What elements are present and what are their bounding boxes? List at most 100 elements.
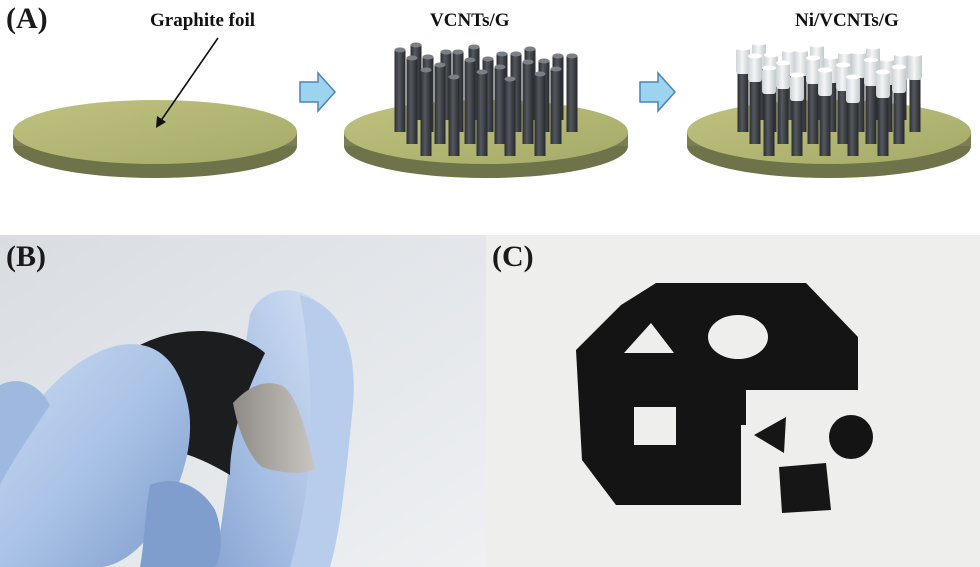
nickel-coating <box>908 54 922 80</box>
nanotube-top <box>550 66 562 72</box>
nanotube <box>434 65 446 144</box>
nanotube-top <box>394 47 406 53</box>
nickel-coating <box>876 72 890 98</box>
carbon-film-back <box>233 383 315 473</box>
nickel-coating <box>736 48 750 74</box>
nanotube-top <box>524 46 536 52</box>
cut-shapes-photo <box>486 235 980 567</box>
nickel-coating <box>852 52 866 78</box>
nanotube-top <box>864 57 878 63</box>
nanotube-top <box>538 58 550 64</box>
nanotube <box>807 60 819 144</box>
nanotube <box>464 60 476 144</box>
nanotube-top <box>504 76 516 82</box>
nanotube-top <box>880 56 894 62</box>
nanotube-top <box>776 60 790 66</box>
nanotube-top <box>434 62 446 68</box>
carbon-square <box>779 463 831 513</box>
nanotube-top <box>790 72 804 78</box>
panel-a-label: (A) <box>6 2 48 35</box>
nanotube <box>406 58 418 144</box>
carbon-circle <box>829 415 873 459</box>
nanotube-top <box>762 65 776 71</box>
nanotube-top <box>510 51 522 57</box>
nanotube <box>482 59 494 132</box>
nanotube <box>476 72 488 156</box>
nickel-coating <box>762 68 776 94</box>
nanotube <box>394 50 406 132</box>
nanotube-top <box>552 53 564 59</box>
nanotube-top <box>534 71 546 77</box>
nanotube-top <box>894 51 908 57</box>
photo-panel-b <box>0 235 486 567</box>
nickel-coating <box>892 67 906 93</box>
nickel-coating <box>846 77 860 103</box>
nanotube-top <box>810 42 824 48</box>
nickel-coating <box>776 63 790 89</box>
nanotube-top <box>824 54 838 60</box>
process-arrow-2 <box>639 71 677 113</box>
nanotube <box>909 56 921 132</box>
vcnt-array <box>394 42 578 156</box>
nanotube <box>440 52 452 120</box>
nanotube <box>825 59 837 132</box>
nanotube-top <box>420 67 432 73</box>
nanotube <box>893 69 905 144</box>
nickel-coating <box>818 70 832 96</box>
nanotube-top <box>838 49 852 55</box>
nanotube-top <box>782 47 796 53</box>
graphite-foil-disc <box>13 100 297 178</box>
ni-coated-vcnt-array <box>736 40 922 156</box>
nanotube-top <box>452 49 464 55</box>
nickel-coating <box>806 58 820 84</box>
nanotube-top <box>806 55 820 61</box>
nanotube <box>791 77 803 156</box>
nanotube <box>522 62 534 144</box>
nanotube <box>448 77 460 156</box>
nanotube-top <box>752 40 766 46</box>
panel-c-label: (C) <box>492 240 534 273</box>
carbon-sheet-with-cutouts <box>576 283 858 505</box>
schematic-panel-a <box>13 37 971 178</box>
nanotube-top <box>846 74 860 80</box>
nanotube <box>534 74 546 156</box>
nanotube <box>865 62 877 144</box>
nickel-coating <box>794 50 808 76</box>
nanotube-top <box>464 57 476 63</box>
nickel-coating <box>864 60 878 86</box>
nanotube-top <box>566 53 578 59</box>
nanotube-top <box>794 47 808 53</box>
graphite-foil-label: Graphite foil <box>150 10 256 31</box>
flexible-film-photo <box>0 235 486 567</box>
nanotube-top <box>494 64 506 70</box>
nanotube-top <box>522 59 534 65</box>
vcnts-disc <box>344 42 628 178</box>
nanotube-top <box>818 67 832 73</box>
nanotube-top <box>876 69 890 75</box>
nanotube <box>749 58 761 144</box>
vcnts-g-label: VCNTs/G <box>430 10 510 31</box>
nanotube <box>420 70 432 156</box>
nanotube <box>819 72 831 156</box>
nanotube <box>566 56 578 132</box>
nanotube-top <box>482 56 494 62</box>
nanotube <box>777 65 789 144</box>
nanotube-top <box>410 42 422 48</box>
process-arrow-1 <box>299 71 337 113</box>
nanotube-top <box>422 54 434 60</box>
nanotube-top <box>764 52 778 58</box>
nanotube <box>504 79 516 156</box>
nanotube-top <box>748 53 762 59</box>
nanotube <box>550 69 562 144</box>
panel-b-label: (B) <box>6 240 46 273</box>
nickel-coating <box>790 75 804 101</box>
nanotube-top <box>836 62 850 68</box>
carbon-triangle <box>754 417 786 453</box>
nanotube <box>737 50 749 132</box>
nickel-coating <box>748 56 762 82</box>
nanotube-top <box>866 44 880 50</box>
nanotube-top <box>468 44 480 50</box>
nanotube-top <box>852 49 866 55</box>
nanotube <box>510 54 522 132</box>
ni-vcnts-disc <box>687 40 971 178</box>
